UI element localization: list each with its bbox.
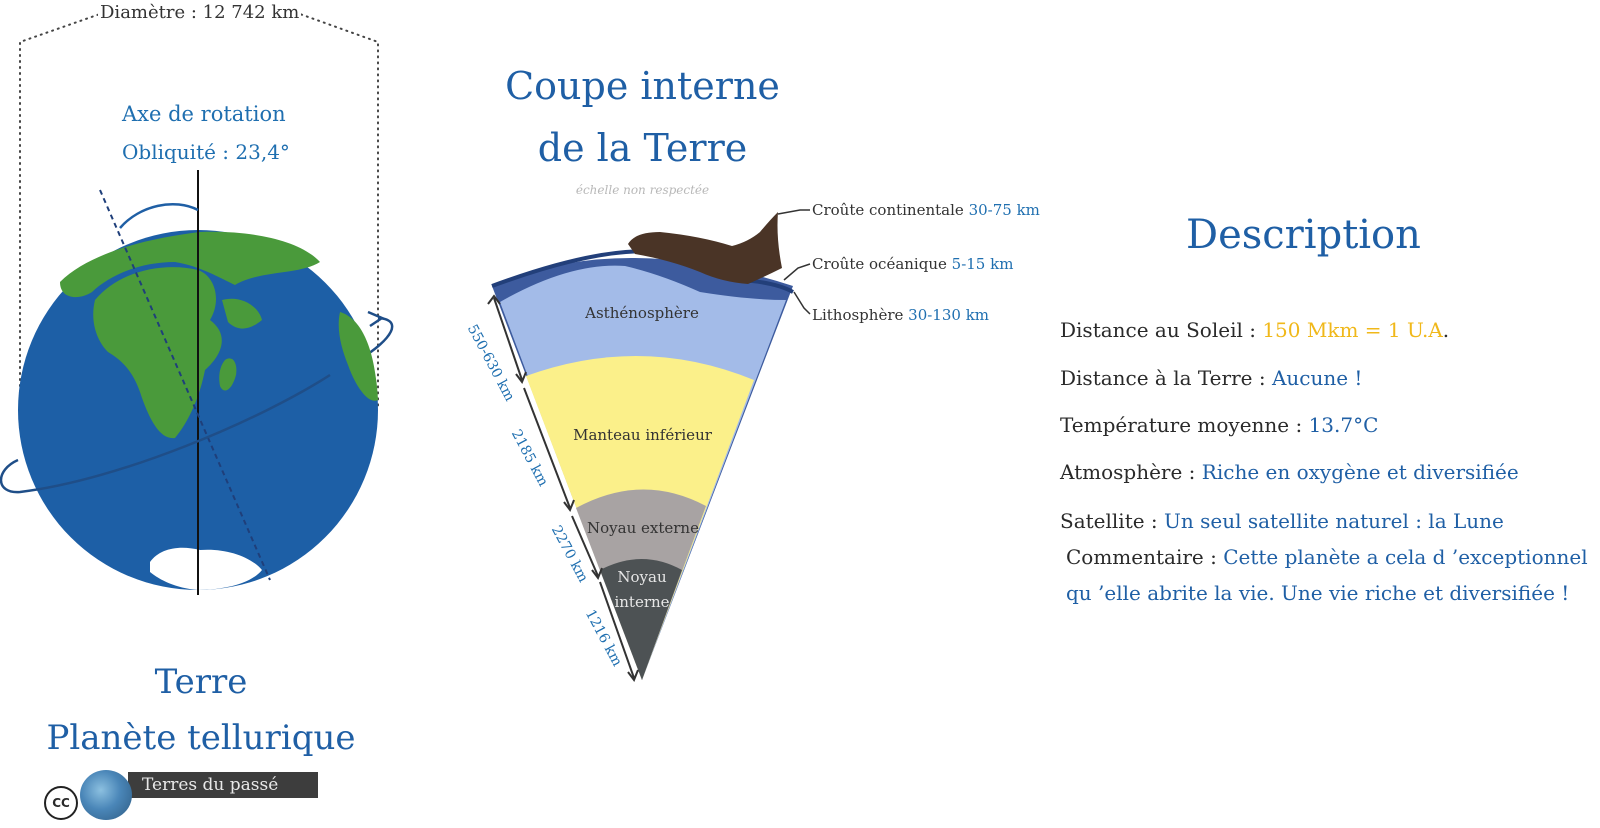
earth-illustration	[0, 13, 394, 595]
row-tail: .	[1442, 318, 1450, 342]
earth-subtitle: Planète tellurique	[46, 718, 356, 758]
coupe-title-line1: Coupe interne	[505, 64, 780, 108]
label-lithosphere: Lithosphère 30-130 km	[812, 306, 989, 324]
row-value: 150 Mkm = 1 U.A	[1262, 318, 1443, 342]
continental-crust-name: Croûte continentale	[812, 201, 964, 219]
label-inner-core-line2: interne	[614, 593, 670, 611]
obliquity-arc	[119, 202, 199, 229]
oceanic-crust-name: Croûte océanique	[812, 255, 947, 273]
row-label: Température moyenne :	[1060, 413, 1309, 437]
antarctica-landmass	[150, 547, 262, 590]
row-temperature: Température moyenne : 13.7°C	[1060, 413, 1378, 437]
label-oceanic-crust: Croûte océanique 5-15 km	[812, 255, 1013, 273]
earth-cross-section	[487, 209, 811, 683]
logo-text-bar: Terres du passé	[128, 772, 318, 798]
leader-oceanic	[783, 263, 811, 281]
diameter-label: Diamètre : 12 742 km	[98, 2, 302, 23]
row-satellite: Satellite : Un seul satellite naturel : …	[1060, 509, 1504, 533]
row-atmosphere: Atmosphère : Riche en oxygène et diversi…	[1060, 460, 1519, 484]
obliquity-label: Obliquité : 23,4°	[122, 140, 290, 164]
row-value: 13.7°C	[1308, 413, 1379, 437]
scale-note: échelle non respectée	[575, 183, 710, 197]
row-label: Distance à la Terre :	[1060, 366, 1272, 390]
label-lower-mantle: Manteau inférieur	[573, 426, 712, 444]
leader-continental	[777, 209, 810, 215]
row-label: Distance au Soleil :	[1060, 318, 1263, 342]
lithosphere-value: 30-130 km	[908, 306, 990, 324]
row-label: Satellite :	[1060, 509, 1165, 533]
axis-title: Axe de rotation	[122, 102, 286, 126]
label-asthenosphere: Asthénosphère	[585, 304, 699, 322]
row-value: qu ’elle abrite la vie. Une vie riche et…	[1066, 581, 1570, 605]
madagascar-landmass	[219, 358, 237, 391]
row-commentaire-cont: qu ’elle abrite la vie. Une vie riche et…	[1066, 581, 1569, 605]
rotation-axis-dashed	[99, 189, 271, 581]
earth-title: Terre	[154, 662, 248, 702]
orbit-arrow-icon	[367, 310, 385, 328]
row-value: Riche en oxygène et diversifiée	[1201, 460, 1519, 484]
row-label: Commentaire :	[1066, 545, 1224, 569]
label-outer-core: Noyau externe	[587, 519, 699, 537]
label-inner-core-line1: Noyau	[617, 568, 667, 586]
inner-core-layer	[600, 559, 682, 680]
cc-license-icon: CC	[44, 786, 78, 820]
coupe-title-line2: de la Terre	[537, 126, 748, 170]
leader-lithosphere	[793, 291, 811, 315]
continental-crust-value: 30-75 km	[968, 201, 1040, 219]
oceanic-crust-value: 5-15 km	[951, 255, 1014, 273]
row-commentaire: Commentaire : Cette planète a cela d ’ex…	[1066, 545, 1588, 569]
label-continental-crust: Croûte continentale 30-75 km	[812, 201, 1040, 219]
logo-globe-icon	[80, 770, 132, 820]
row-distance-terre: Distance à la Terre : Aucune !	[1060, 366, 1362, 390]
row-value: Un seul satellite naturel : la Lune	[1164, 509, 1504, 533]
row-value: Aucune !	[1271, 366, 1363, 390]
lithosphere-name: Lithosphère	[812, 306, 904, 324]
row-value: Cette planète a cela d ’exceptionnel	[1223, 545, 1588, 569]
orbit-ring-front	[0, 373, 331, 494]
africa-landmass	[93, 267, 222, 439]
depth-arrows	[487, 294, 639, 683]
row-label: Atmosphère :	[1060, 460, 1202, 484]
description-title: Description	[1186, 212, 1421, 258]
australia-landmass	[338, 312, 378, 401]
row-distance-soleil: Distance au Soleil : 150 Mkm = 1 U.A.	[1060, 318, 1449, 342]
arabia-landmass	[222, 298, 262, 329]
continental-crust-layer	[628, 212, 782, 284]
